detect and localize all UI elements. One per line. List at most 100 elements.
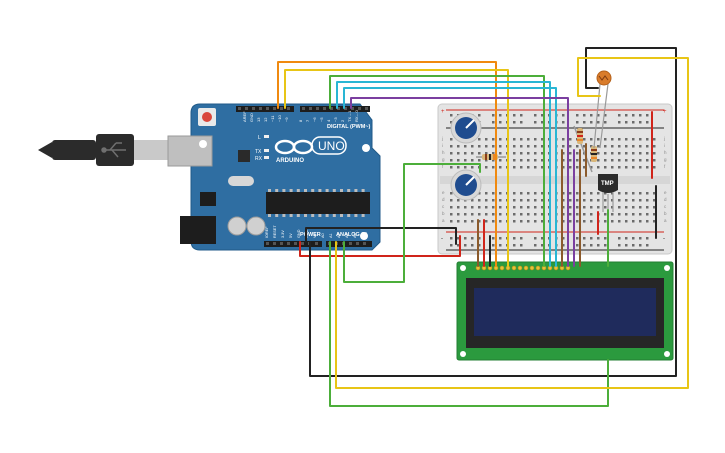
header-pin[interactable] [245, 107, 248, 110]
rail-hole[interactable] [492, 121, 495, 124]
resistor-1[interactable] [476, 154, 506, 160]
header-pin[interactable] [287, 242, 290, 245]
breadboard-hole[interactable] [527, 166, 530, 169]
breadboard-hole[interactable] [569, 166, 572, 169]
rail-hole[interactable] [639, 237, 642, 240]
lcd-pin[interactable] [499, 265, 505, 271]
breadboard-hole[interactable] [541, 220, 544, 223]
breadboard-hole[interactable] [520, 220, 523, 223]
header-pin[interactable] [252, 107, 255, 110]
breadboard-hole[interactable] [646, 192, 649, 195]
breadboard-hole[interactable] [513, 152, 516, 155]
breadboard-hole[interactable] [464, 220, 467, 223]
breadboard-hole[interactable] [457, 213, 460, 216]
breadboard-hole[interactable] [527, 138, 530, 141]
rail-hole[interactable] [576, 121, 579, 124]
breadboard-hole[interactable] [625, 206, 628, 209]
breadboard-hole[interactable] [653, 138, 656, 141]
breadboard-hole[interactable] [541, 199, 544, 202]
breadboard-hole[interactable] [520, 213, 523, 216]
breadboard-hole[interactable] [562, 206, 565, 209]
breadboard-hole[interactable] [520, 192, 523, 195]
rail-hole[interactable] [576, 237, 579, 240]
breadboard-hole[interactable] [639, 192, 642, 195]
breadboard-hole[interactable] [527, 206, 530, 209]
potentiometer-1[interactable] [450, 112, 482, 144]
breadboard-hole[interactable] [569, 206, 572, 209]
lcd-pin[interactable] [511, 265, 517, 271]
breadboard-hole[interactable] [513, 145, 516, 148]
breadboard-hole[interactable] [618, 145, 621, 148]
rail-hole[interactable] [583, 121, 586, 124]
breadboard-hole[interactable] [527, 159, 530, 162]
breadboard-hole[interactable] [632, 145, 635, 148]
rail-hole[interactable] [499, 244, 502, 247]
breadboard-hole[interactable] [471, 166, 474, 169]
breadboard-hole[interactable] [576, 192, 579, 195]
breadboard-hole[interactable] [583, 213, 586, 216]
breadboard-hole[interactable] [583, 206, 586, 209]
breadboard-hole[interactable] [639, 213, 642, 216]
breadboard-hole[interactable] [569, 192, 572, 195]
breadboard-hole[interactable] [576, 199, 579, 202]
rail-hole[interactable] [534, 237, 537, 240]
rail-hole[interactable] [513, 121, 516, 124]
rail-hole[interactable] [625, 237, 628, 240]
rail-hole[interactable] [597, 244, 600, 247]
breadboard-hole[interactable] [562, 213, 565, 216]
wire-black-power[interactable] [305, 227, 457, 245]
breadboard-hole[interactable] [569, 145, 572, 148]
breadboard-hole[interactable] [590, 213, 593, 216]
breadboard-hole[interactable] [625, 145, 628, 148]
header-pin[interactable] [280, 107, 283, 110]
breadboard-hole[interactable] [499, 206, 502, 209]
breadboard-hole[interactable] [604, 206, 607, 209]
breadboard-hole[interactable] [618, 213, 621, 216]
breadboard-hole[interactable] [646, 159, 649, 162]
breadboard-hole[interactable] [632, 220, 635, 223]
breadboard-hole[interactable] [541, 145, 544, 148]
wire-cyan-2[interactable] [343, 87, 557, 267]
rail-hole[interactable] [534, 244, 537, 247]
breadboard-hole[interactable] [450, 138, 453, 141]
breadboard-hole[interactable] [590, 145, 593, 148]
breadboard-hole[interactable] [625, 166, 628, 169]
breadboard-hole[interactable] [527, 213, 530, 216]
rail-hole[interactable] [618, 244, 621, 247]
breadboard-hole[interactable] [450, 145, 453, 148]
header-pin[interactable] [349, 242, 352, 245]
header-pin[interactable] [287, 107, 290, 110]
breadboard-hole[interactable] [611, 199, 614, 202]
wire-yellow-analog[interactable] [335, 57, 689, 389]
rail-hole[interactable] [450, 114, 453, 117]
breadboard-hole[interactable] [583, 145, 586, 148]
breadboard-hole[interactable] [639, 138, 642, 141]
breadboard-hole[interactable] [499, 166, 502, 169]
breadboard-hole[interactable] [457, 206, 460, 209]
rail-hole[interactable] [464, 244, 467, 247]
breadboard-hole[interactable] [625, 213, 628, 216]
breadboard-hole[interactable] [464, 159, 467, 162]
breadboard-hole[interactable] [597, 138, 600, 141]
breadboard-hole[interactable] [604, 166, 607, 169]
breadboard-hole[interactable] [632, 206, 635, 209]
breadboard-hole[interactable] [590, 192, 593, 195]
rail-hole[interactable] [464, 237, 467, 240]
breadboard-hole[interactable] [569, 199, 572, 202]
breadboard-hole[interactable] [520, 206, 523, 209]
rail-hole[interactable] [576, 114, 579, 117]
breadboard-hole[interactable] [653, 199, 656, 202]
breadboard-hole[interactable] [632, 199, 635, 202]
rail-hole[interactable] [590, 237, 593, 240]
breadboard-hole[interactable] [646, 138, 649, 141]
lcd-pin[interactable] [517, 265, 523, 271]
breadboard-hole[interactable] [485, 192, 488, 195]
breadboard-hole[interactable] [653, 159, 656, 162]
breadboard-hole[interactable] [485, 206, 488, 209]
rail-hole[interactable] [520, 237, 523, 240]
breadboard-hole[interactable] [618, 192, 621, 195]
header-pin[interactable] [315, 242, 318, 245]
breadboard-hole[interactable] [541, 152, 544, 155]
rail-hole[interactable] [541, 244, 544, 247]
breadboard-hole[interactable] [450, 152, 453, 155]
